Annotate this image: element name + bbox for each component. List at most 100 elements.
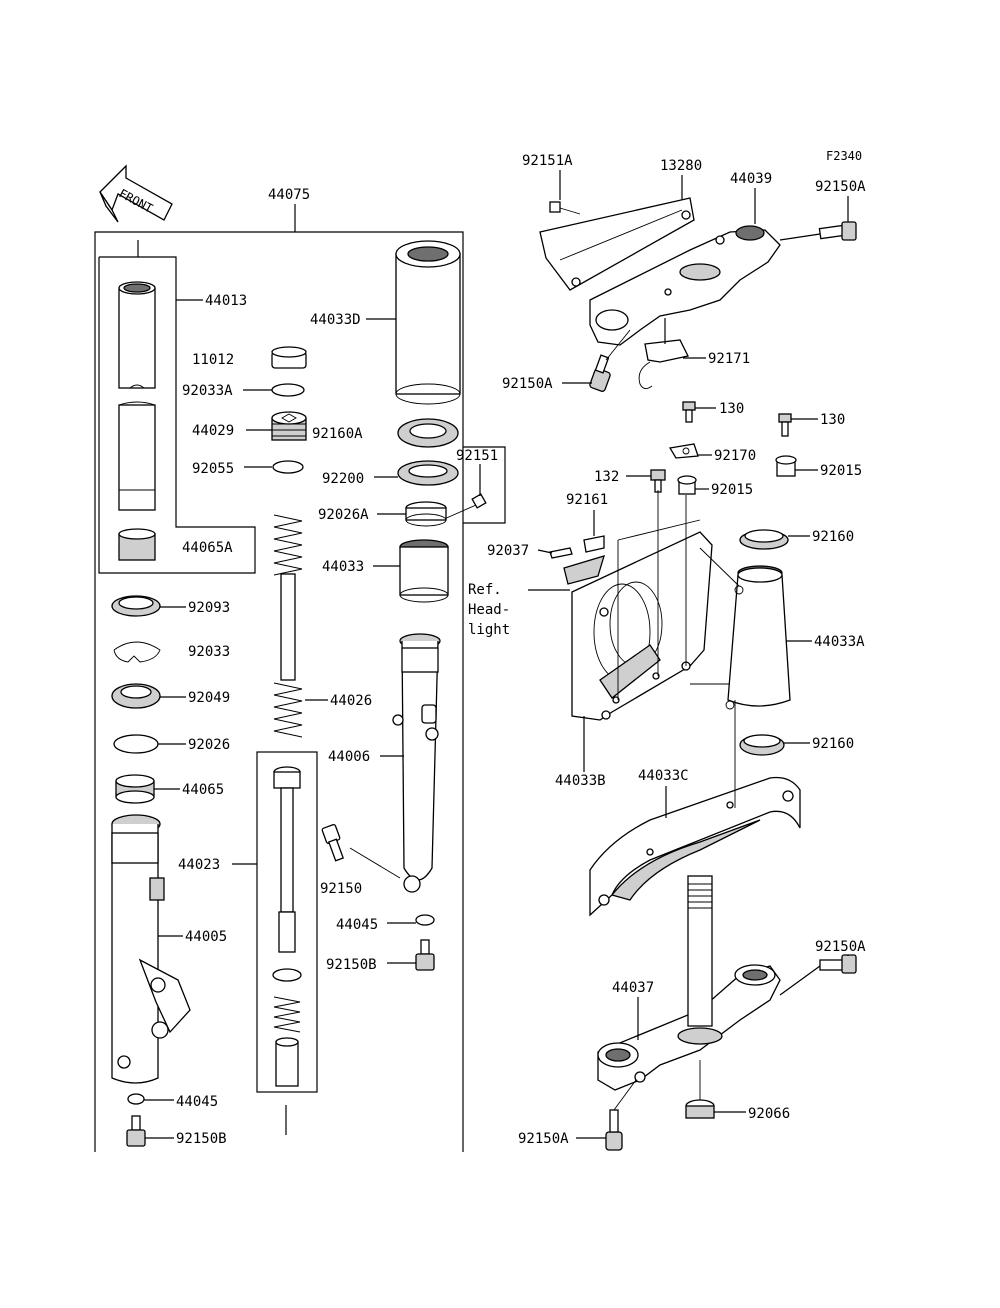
upper-triple-clamp-44039 [589, 225, 781, 346]
label-44045-right: 44045 [336, 917, 378, 933]
label-92150B-right: 92150B [326, 957, 377, 973]
spring-44026 [273, 514, 303, 738]
inner-tube-lower [118, 401, 156, 511]
washer-92026 [113, 734, 159, 754]
label-92033: 92033 [188, 644, 230, 660]
label-92093: 92093 [188, 600, 230, 616]
label-92150: 92150 [320, 881, 362, 897]
fork-cover-44033A [725, 565, 791, 710]
clip-92033 [113, 641, 161, 663]
damper-rod-44023 [272, 766, 302, 1087]
figure-code: F2340 [826, 149, 862, 163]
bolt-92151 [441, 493, 487, 521]
cap-11012 [271, 346, 307, 369]
seat-92160-bottom [739, 734, 785, 756]
label-92161: 92161 [566, 492, 608, 508]
label-11012: 11012 [192, 352, 234, 368]
plate-92200 [397, 460, 459, 486]
cover-44033 [399, 539, 449, 603]
bolt-132 [650, 469, 666, 493]
label-92015-left: 92015 [711, 482, 753, 498]
label-132: 132 [594, 469, 619, 485]
label-44006: 44006 [328, 749, 370, 765]
headlight-cover-44033B [571, 531, 713, 721]
label-44065: 44065 [182, 782, 224, 798]
outer-tube-44006 [392, 633, 441, 893]
label-92026A: 92026A [318, 507, 369, 523]
outer-tube-44005 [111, 814, 191, 1084]
label-92150B-left: 92150B [176, 1131, 227, 1147]
ref-note-line2: Head- [468, 602, 510, 618]
fork-assembly-frame: 44075 [94, 187, 506, 1152]
label-44037: 44037 [612, 980, 654, 996]
bolt-130-left [682, 401, 696, 423]
label-44075: 44075 [268, 187, 310, 203]
adjuster-44029 [271, 411, 307, 441]
label-44026: 44026 [330, 693, 372, 709]
handlebar-clamp-13280 [539, 197, 695, 291]
steering-stem-44037 [597, 875, 781, 1091]
label-92150A-bottom: 92150A [518, 1131, 569, 1147]
bushing-44065A [118, 528, 156, 561]
label-44033A: 44033A [814, 634, 865, 650]
clamp-92026A [405, 501, 447, 527]
bolt-92150A-top-left [589, 354, 611, 392]
label-44033B: 44033B [555, 773, 606, 789]
label-92049: 92049 [188, 690, 230, 706]
inner-tube-upper [118, 281, 156, 389]
label-13280: 13280 [660, 158, 702, 174]
label-44013: 44013 [205, 293, 247, 309]
oring-92033A [271, 383, 305, 397]
label-44039: 44039 [730, 171, 772, 187]
label-92066: 92066 [748, 1106, 790, 1122]
label-92151: 92151 [456, 448, 498, 464]
washer-44045-left [127, 1093, 145, 1105]
bushing-44065 [115, 774, 155, 804]
ref-headlight-note: Ref. Head- light [468, 582, 510, 638]
seat-92160A [397, 418, 459, 448]
label-92171: 92171 [708, 351, 750, 367]
label-92200: 92200 [322, 471, 364, 487]
oring-92055 [272, 460, 304, 474]
fork-cover-44033D [395, 240, 461, 405]
bolt-130-right [778, 413, 792, 437]
ref-note-line3: light [468, 622, 510, 638]
label-92015-right: 92015 [820, 463, 862, 479]
bracket-92161 [583, 535, 605, 553]
label-92037: 92037 [487, 543, 529, 559]
nut-92066 [685, 1099, 715, 1119]
label-92160-top: 92160 [812, 529, 854, 545]
label-92033A: 92033A [182, 383, 233, 399]
label-92026: 92026 [188, 737, 230, 753]
label-44023: 44023 [178, 857, 220, 873]
dust-seal-92093 [111, 595, 161, 617]
label-130-right: 130 [820, 412, 845, 428]
collar-92015-left [677, 475, 697, 495]
label-92170: 92170 [714, 448, 756, 464]
label-92150A-mid: 92150A [815, 939, 866, 955]
label-92055: 92055 [192, 461, 234, 477]
bolt-92150A-mid [819, 954, 857, 974]
label-92150A-top-right: 92150A [815, 179, 866, 195]
collar-92015-right [775, 455, 797, 477]
label-130-left: 130 [719, 401, 744, 417]
label-92160A: 92160A [312, 426, 363, 442]
bolt-92150 [321, 824, 401, 879]
front-direction-arrow: FRONT [99, 164, 173, 223]
label-44033C: 44033C [638, 768, 689, 784]
label-44045-left: 44045 [176, 1094, 218, 1110]
seat-92160-top [739, 529, 789, 550]
bolt-92150A-top-right [818, 221, 857, 241]
label-44033: 44033 [322, 559, 364, 575]
bolt-92151A [549, 201, 581, 215]
washer-44045-right [415, 914, 435, 926]
clip-92037 [549, 547, 605, 585]
label-92151A: 92151A [522, 153, 573, 169]
label-92150A-top-left: 92150A [502, 376, 553, 392]
ref-note-line1: Ref. [468, 582, 502, 598]
label-44033D: 44033D [310, 312, 361, 328]
bolt-92150B-left [126, 1115, 146, 1147]
lower-cover-44033C [589, 776, 801, 917]
label-44005: 44005 [185, 929, 227, 945]
oil-seal-92049 [111, 683, 161, 709]
